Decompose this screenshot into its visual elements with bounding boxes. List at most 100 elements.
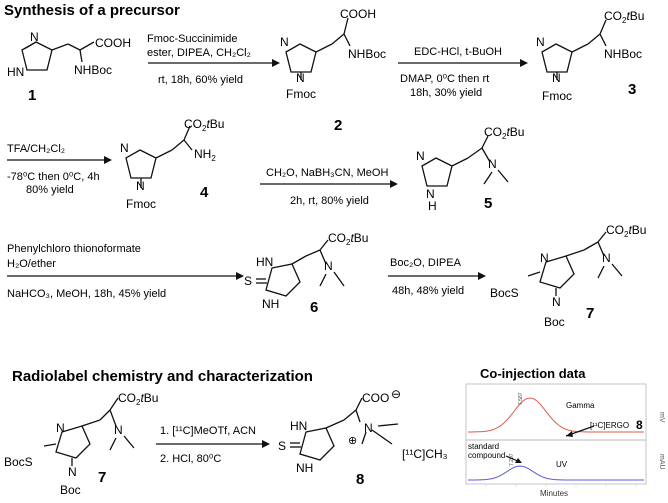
chromatogram-panel: 7.587 7.297 Gamma [¹¹C]ERGO 8 standard c… [465, 383, 665, 498]
atom-co2tbu: CO2tBu [118, 391, 158, 407]
atom-hn: HN [290, 419, 307, 433]
step6-conditions: 48h, 48% yield [392, 285, 464, 297]
atom-fmoc: Fmoc [542, 89, 572, 103]
arrowhead-7 [262, 440, 270, 448]
atom-n: N [488, 157, 497, 171]
arrowhead-4 [390, 180, 398, 188]
uv-label: UV [556, 460, 568, 469]
atom-h: H [428, 199, 437, 213]
atom-n: N [114, 423, 123, 437]
atom-n: N [296, 71, 305, 85]
atom-nhboc: NHBoc [348, 47, 386, 61]
atom-n: N [552, 295, 561, 309]
structure-compound-4 [125, 125, 193, 188]
atom-n: N [280, 35, 289, 49]
step6-reagent: Boc₂O, DIPEA [390, 257, 462, 269]
compound-label-8: 8 [356, 471, 364, 488]
atom-nh2: NH2 [194, 147, 216, 163]
arrowhead-6 [478, 272, 486, 280]
structure-compound-8 [290, 397, 399, 461]
atom-fmoc: Fmoc [286, 87, 316, 101]
compound-label-2: 2 [334, 117, 342, 134]
gamma-label: Gamma [566, 401, 595, 410]
step4-conditions: 2h, rt, 80% yield [290, 195, 369, 207]
heading-radiolabel: Radiolabel chemistry and characterizatio… [12, 368, 313, 385]
atom-n: N [120, 141, 129, 155]
uv-trace [468, 465, 644, 481]
arrowhead-3 [104, 156, 112, 164]
atom-n: N [136, 179, 145, 193]
step5-reagent-1: Phenylchloro thionoformate [7, 243, 141, 255]
ergo-label: [¹¹C]ERGO [590, 421, 629, 430]
atom-fmoc: Fmoc [126, 197, 156, 211]
step2-conditions-2: 18h, 30% yield [410, 87, 482, 99]
atom-nhboc: NHBoc [74, 63, 112, 77]
uv-trace-frame [465, 439, 647, 485]
atom-boc: Boc [544, 315, 565, 329]
atom-n: N [552, 71, 561, 85]
atom-co2tbu: CO2tBu [484, 125, 524, 141]
arrowhead-5 [236, 272, 244, 280]
atom-nh: NH [296, 461, 313, 475]
structure-compound-6 [256, 239, 345, 297]
atom-n: N [56, 421, 65, 435]
gamma-trace [468, 397, 644, 433]
compound-label-3: 3 [628, 81, 636, 98]
ergo-compound-number: 8 [636, 418, 643, 432]
atom-hn: HN [7, 65, 24, 79]
step5-conditions: NaHCO₃, MeOH, 18h, 45% yield [7, 288, 166, 300]
step3-reagent: TFA/CH₂Cl₂ [7, 143, 65, 155]
step7-reagent: 1. [¹¹C]MeOTf, ACN [160, 425, 256, 437]
standard-label-1: standard [468, 442, 499, 451]
compound-label-1: 1 [28, 87, 36, 104]
peak-rt-uv: 7.297 [509, 453, 515, 466]
heading-coinjection: Co-injection data [480, 366, 586, 381]
atom-co2tbu: CO2tBu [184, 117, 224, 133]
atom-oplus: ⊕ [348, 435, 357, 447]
arrowhead-1 [272, 59, 280, 67]
step3-conditions-1: -78⁰C then 0⁰C, 4h [7, 171, 100, 183]
step2-reagent: EDC-HCl, t-BuOH [414, 46, 502, 58]
atom-n: N [416, 149, 425, 163]
structure-compound-7-radiolabel [43, 397, 135, 466]
step2-conditions-1: DMAP, 0⁰C then rt [400, 73, 489, 85]
ergo-pointer-head [566, 431, 573, 437]
atom-co2tbu: CO2tBu [604, 9, 644, 25]
compound-label-4: 4 [200, 184, 209, 201]
standard-label-2: compound [468, 451, 505, 460]
atom-co2tbu: CO2tBu [606, 223, 646, 239]
step5-reagent-2: H₂O/ether [7, 258, 56, 270]
structure-compound-5 [421, 135, 509, 187]
compound-label-7b: 7 [98, 469, 106, 486]
atom-co2tbu: CO2tBu [328, 231, 368, 247]
step1-conditions: rt, 18h, 60% yield [158, 74, 243, 86]
atom-n: N [426, 187, 435, 201]
x-axis-label: Minutes [540, 489, 568, 498]
mv-axis-label: mV [658, 412, 665, 423]
atom-c11-methyl: [¹¹C]CH₃ [402, 447, 448, 461]
atom-n: N [540, 251, 549, 265]
structure-compound-3 [541, 19, 607, 80]
step1-reagent-1: Fmoc-Succinimide [147, 33, 237, 45]
atom-n: N [364, 421, 373, 435]
atom-coo: COO [362, 391, 389, 405]
atom-cooh: COOH [95, 36, 131, 50]
standard-pointer-head [515, 458, 522, 463]
structure-compound-1 [21, 41, 95, 71]
atom-n: N [30, 30, 39, 44]
atom-s: S [278, 439, 286, 453]
atom-boc: Boc [60, 483, 81, 497]
step1-reagent-2: ester, DIPEA, CH₂Cl₂ [147, 47, 251, 59]
atom-cooh: COOH [340, 7, 376, 21]
step3-conditions-2: 80% yield [26, 184, 74, 196]
compound-label-6: 6 [310, 299, 318, 316]
atom-n: N [536, 35, 545, 49]
mau-axis-label: mAU [658, 454, 665, 470]
atom-nh: NH [262, 297, 279, 311]
arrowhead-2 [520, 59, 528, 67]
atom-ominus: ⊖ [391, 387, 401, 401]
atom-hn: HN [256, 255, 273, 269]
atom-bocs: BocS [490, 286, 519, 300]
compound-label-5: 5 [484, 195, 492, 212]
